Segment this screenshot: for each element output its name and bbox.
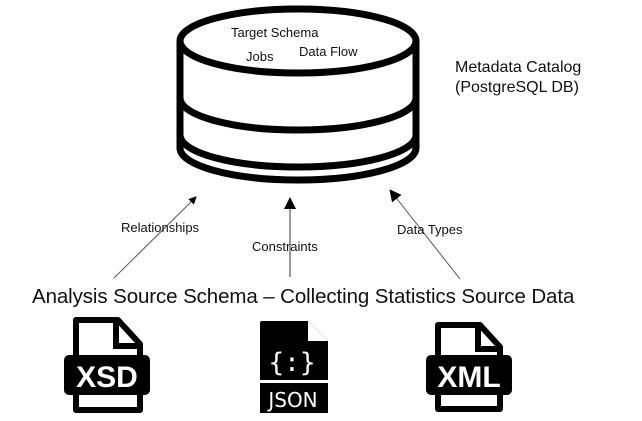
json-file-glyph: {:} <box>269 348 316 378</box>
edge-label-relationships: Relationships <box>121 220 200 235</box>
cylinder-band-2 <box>176 98 420 171</box>
database-cylinder-icon <box>176 5 420 184</box>
edge-label-data-types: Data Types <box>397 222 463 237</box>
xml-file-label: XML <box>437 361 500 394</box>
json-file-icon: {:} JSON <box>258 321 330 413</box>
database-caption: Metadata Catalog (PostgreSQL DB) <box>455 58 581 98</box>
database-caption-title: Metadata Catalog <box>455 59 582 76</box>
source-headline: Analysis Source Schema – Collecting Stat… <box>32 285 575 308</box>
cylinder-top <box>176 5 420 77</box>
edge-label-constraints: Constraints <box>252 239 318 254</box>
arrow-relationships <box>113 196 197 279</box>
cylinder-band-1 <box>176 41 420 134</box>
xsd-file-label: XSD <box>76 361 138 394</box>
cylinder-band-3 <box>176 135 420 184</box>
xml-file-icon: XML <box>426 322 512 412</box>
xsd-file-icon: XSD <box>64 317 150 413</box>
db-content-data-flow: Data Flow <box>299 44 358 59</box>
db-content-target-schema: Target Schema <box>231 25 319 40</box>
arrow-data-types <box>389 189 461 280</box>
db-content-jobs: Jobs <box>246 49 274 64</box>
database-caption-subtitle: (PostgreSQL DB) <box>455 79 579 96</box>
json-file-label: JSON <box>266 388 317 412</box>
